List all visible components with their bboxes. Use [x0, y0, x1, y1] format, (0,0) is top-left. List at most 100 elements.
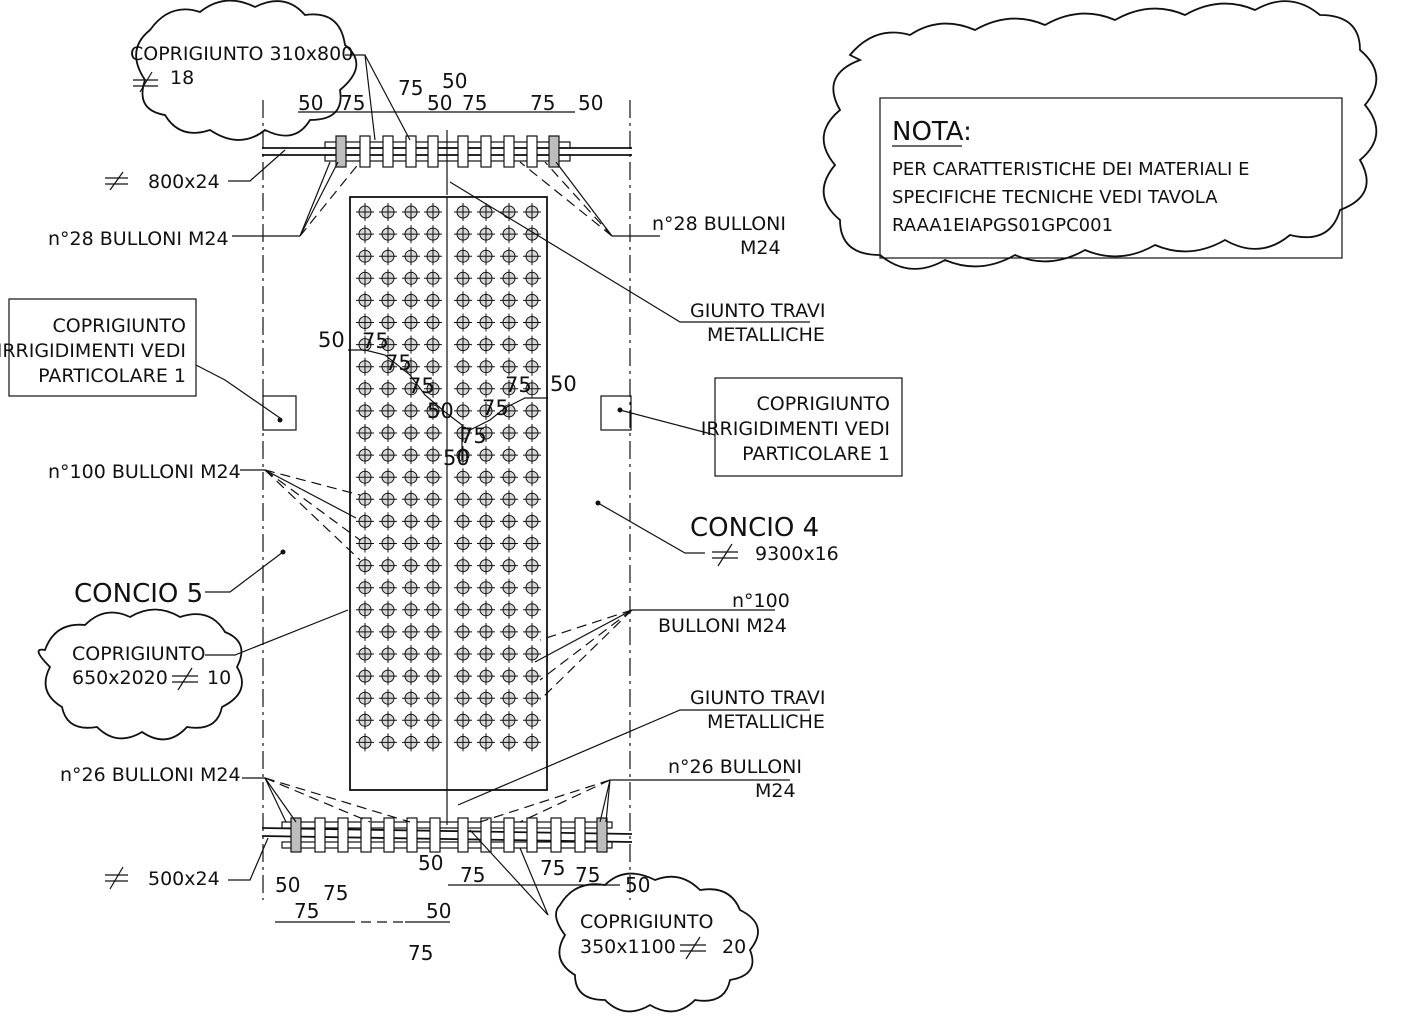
bolt-symbol	[379, 645, 397, 663]
bolt-symbol	[454, 534, 472, 553]
bolt-symbol	[424, 313, 442, 332]
bolt-symbol	[379, 269, 397, 288]
segment-left-leader	[205, 551, 284, 593]
bolt-symbol	[523, 291, 541, 310]
bolt-symbol	[523, 269, 541, 288]
bolt-symbol	[379, 357, 397, 376]
bolt-symbol	[402, 512, 420, 531]
bolt-symbol	[477, 645, 495, 663]
web-cover-plate	[349, 196, 548, 791]
stiffener-right-line3: PARTICOLARE 1	[742, 443, 890, 465]
bolt-symbol	[523, 667, 541, 686]
note-line-3: RAAA1EIAPGS01GPC001	[892, 215, 1113, 236]
bottom-cover-revision-cloud	[555, 872, 759, 1013]
flange-bolt	[526, 135, 538, 168]
stiffener-left-line3: PARTICOLARE 1	[38, 365, 186, 387]
bolt-symbol	[477, 490, 495, 509]
flange-bolt	[382, 135, 394, 168]
bolt-symbol	[454, 468, 472, 487]
bolt-symbol	[454, 645, 472, 663]
bolt-symbol	[454, 357, 472, 376]
note-revision-cloud	[822, 0, 1378, 270]
top-dim-50-top: 50	[442, 69, 467, 93]
bolt-symbol	[500, 490, 518, 509]
web-bolts-right-label-1: n°100	[732, 590, 790, 612]
top-dim-75-d: 75	[530, 91, 555, 115]
flange-bolt	[480, 135, 492, 168]
bolt-symbol	[379, 313, 397, 332]
bolt-symbol	[477, 225, 495, 244]
bolt-symbol	[356, 424, 374, 442]
bolt-symbol	[379, 379, 397, 398]
bolt-symbol	[454, 291, 472, 310]
top-plate-leader	[228, 149, 286, 182]
bolt-symbol	[356, 379, 374, 398]
bolt-symbol	[424, 269, 442, 288]
bolt-symbol	[523, 600, 541, 619]
thickness-symbol-bottom-cover	[680, 936, 706, 960]
bolt-symbol	[356, 203, 374, 221]
stiffener-left-dot	[277, 417, 283, 423]
top-cover-label: COPRIGIUNTO 310x800	[130, 43, 353, 65]
bolt-symbol	[379, 733, 397, 752]
bolt-symbol	[454, 711, 472, 730]
bolt-symbol	[477, 357, 495, 376]
bolt-symbol	[402, 379, 420, 398]
bolt-symbol	[402, 446, 420, 465]
bolt-symbol	[477, 556, 495, 575]
bolt-symbol	[402, 291, 420, 310]
bolt-symbol	[402, 401, 420, 420]
stiffener-right-line2: IRRIGIDIMENTI VEDI	[701, 418, 890, 440]
bolt-symbol	[454, 622, 472, 641]
web-dim-50-c: 50	[550, 372, 577, 396]
flange-bolt	[457, 817, 469, 853]
web-bolt-grid	[356, 203, 541, 752]
flange-bolt	[574, 817, 586, 853]
flange-bolt	[290, 817, 302, 853]
bottom-dim-75-e: 75	[294, 899, 319, 923]
bolt-symbol	[454, 556, 472, 575]
bolt-symbol	[500, 578, 518, 597]
bolt-symbol	[402, 203, 420, 221]
bolt-symbol	[477, 247, 495, 266]
bolt-symbol	[500, 711, 518, 730]
bolt-symbol	[523, 203, 541, 221]
bolt-symbol	[424, 225, 442, 244]
bolt-symbol	[454, 313, 472, 332]
bolt-symbol	[454, 379, 472, 398]
bolt-symbol	[402, 313, 420, 332]
flange-bolt	[596, 817, 608, 853]
bolt-symbol	[523, 357, 541, 376]
web-cover-thickness: 10	[207, 667, 231, 689]
joint-top-label-1: GIUNTO TRAVI	[690, 300, 825, 322]
flange-bolt	[314, 817, 326, 853]
top-dim-75-c: 75	[462, 91, 487, 115]
top-dim-75-a: 75	[340, 91, 365, 115]
bolt-symbol	[523, 534, 541, 553]
bolt-symbol	[356, 534, 374, 553]
bottom-bolts-right-label-1: n°26 BULLONI	[668, 756, 802, 778]
bottom-dim-50-d: 50	[426, 899, 451, 923]
bolt-symbol	[402, 269, 420, 288]
bolt-symbol	[500, 689, 518, 708]
bolt-symbol	[477, 578, 495, 597]
bolt-symbol	[424, 600, 442, 619]
bottom-dim-75-b: 75	[540, 856, 565, 880]
joint-bottom-label-2: METALLICHE	[707, 711, 825, 733]
bolt-symbol	[477, 468, 495, 487]
web-dim-75-a: 75	[362, 329, 389, 353]
joint-top-leader	[449, 181, 810, 323]
bolt-symbol	[379, 622, 397, 641]
bolt-symbol	[523, 424, 541, 442]
bolt-symbol	[379, 512, 397, 531]
flange-bolt	[335, 135, 347, 168]
bolt-symbol	[424, 512, 442, 531]
bolt-symbol	[402, 711, 420, 730]
bolt-symbol	[379, 534, 397, 553]
bolt-symbol	[454, 689, 472, 708]
bolt-symbol	[454, 269, 472, 288]
joint-top-label-2: METALLICHE	[707, 324, 825, 346]
bolt-symbol	[454, 203, 472, 221]
stiffener-left-leader	[195, 364, 281, 419]
flange-bolt	[359, 135, 371, 168]
